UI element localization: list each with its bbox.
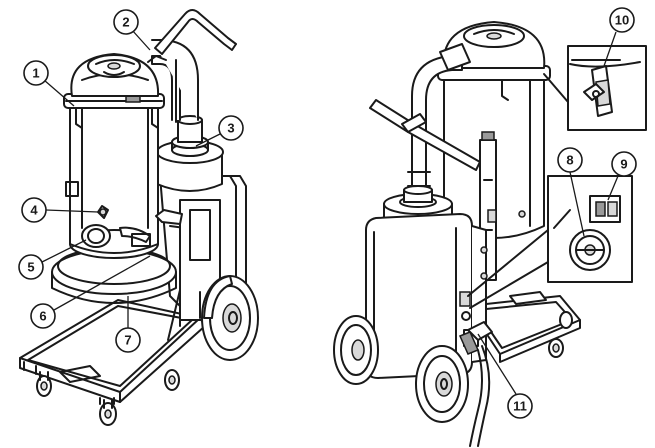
callout-4-label: 4 — [30, 203, 38, 218]
inset-controls — [467, 175, 633, 309]
callout-2: 2 — [113, 9, 151, 51]
callout-3-label: 3 — [227, 121, 234, 136]
inlet-fitting — [65, 181, 183, 248]
callout-1-label: 1 — [32, 66, 39, 81]
dust-tray — [51, 229, 177, 304]
callout-10-label: 10 — [615, 13, 629, 28]
base-frame-right — [467, 291, 581, 363]
power-cable — [458, 321, 493, 447]
callout-10: 10 — [603, 7, 635, 67]
handle-bar-left — [154, 9, 237, 55]
front-caster-left — [36, 369, 180, 426]
callout-9-label: 9 — [620, 157, 627, 172]
callouts: 1 2 3 4 5 6 7 — [18, 7, 637, 419]
callout-1: 1 — [23, 60, 75, 107]
callout-5: 5 — [18, 239, 87, 280]
callout-7-label: 7 — [124, 333, 131, 348]
callout-6-label: 6 — [39, 309, 46, 324]
base-rails — [23, 317, 181, 405]
motor-head — [70, 53, 167, 97]
callout-6: 6 — [30, 255, 151, 329]
callout-7: 7 — [115, 296, 141, 353]
main-drum — [63, 93, 165, 249]
rear-view — [333, 21, 647, 447]
callout-4: 4 — [21, 197, 99, 223]
rear-wheel-right — [333, 315, 469, 423]
callout-3: 3 — [195, 115, 244, 147]
rear-wheel-left — [201, 275, 259, 361]
callout-9: 9 — [607, 151, 637, 201]
callout-2-label: 2 — [122, 15, 129, 30]
callout-8-label: 8 — [566, 153, 573, 168]
front-view — [19, 9, 259, 426]
pre-separator — [156, 115, 224, 192]
callout-11-label: 11 — [513, 399, 527, 414]
inset-latch — [543, 45, 647, 131]
callout-5-label: 5 — [27, 260, 34, 275]
callout-8: 8 — [557, 147, 585, 237]
callout-11: 11 — [477, 333, 533, 419]
